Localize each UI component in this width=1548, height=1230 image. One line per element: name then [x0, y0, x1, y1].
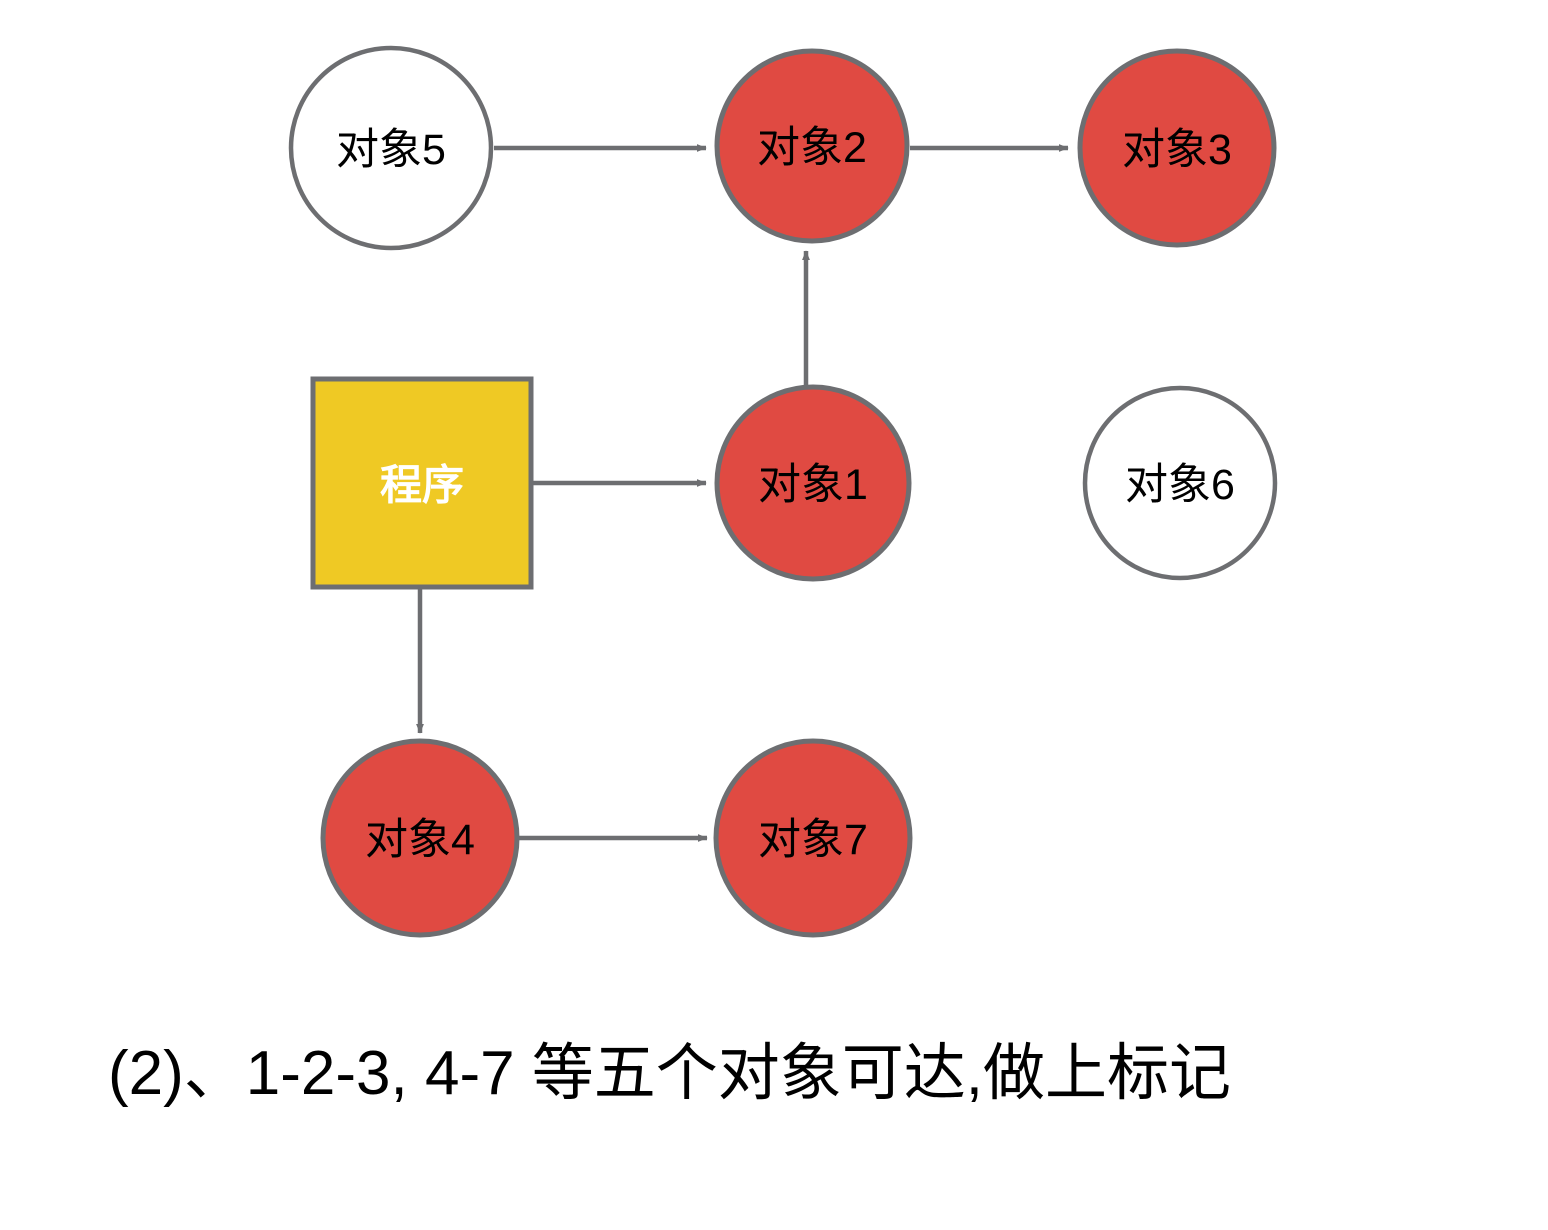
- node-obj2-shape[interactable]: [714, 48, 910, 244]
- node-obj7[interactable]: 对象7: [713, 738, 913, 938]
- node-obj4[interactable]: 对象4: [320, 738, 520, 938]
- node-obj2[interactable]: 对象2: [714, 48, 910, 244]
- node-obj1-shape[interactable]: [714, 384, 912, 582]
- node-obj6[interactable]: 对象6: [1082, 385, 1278, 581]
- node-obj5[interactable]: 对象5: [288, 45, 494, 251]
- node-obj2-label: 对象2: [757, 124, 867, 172]
- node-obj6-label: 对象6: [1125, 461, 1235, 509]
- node-obj4-label: 对象4: [365, 816, 475, 864]
- diagram-caption: (2)、1-2-3, 4-7 等五个对象可达,做上标记: [108, 1039, 1232, 1108]
- node-obj4-shape[interactable]: [320, 738, 520, 938]
- edge-layer: [416, 144, 1069, 842]
- node-obj5-label: 对象5: [336, 126, 446, 174]
- node-program-label: 程序: [380, 462, 464, 509]
- node-obj6-shape[interactable]: [1082, 385, 1278, 581]
- node-obj3[interactable]: 对象3: [1077, 48, 1277, 248]
- node-layer: 对象5 对象2 对象3 程序 对象1 对象6: [288, 45, 1278, 938]
- node-obj1-label: 对象1: [758, 461, 868, 509]
- node-obj5-shape[interactable]: [288, 45, 494, 251]
- node-program[interactable]: 程序: [310, 376, 534, 590]
- node-obj7-shape[interactable]: [713, 738, 913, 938]
- node-obj3-shape[interactable]: [1077, 48, 1277, 248]
- node-obj3-label: 对象3: [1122, 126, 1232, 174]
- node-obj1[interactable]: 对象1: [714, 384, 912, 582]
- node-program-shape[interactable]: [310, 376, 534, 590]
- node-obj7-label: 对象7: [758, 816, 868, 864]
